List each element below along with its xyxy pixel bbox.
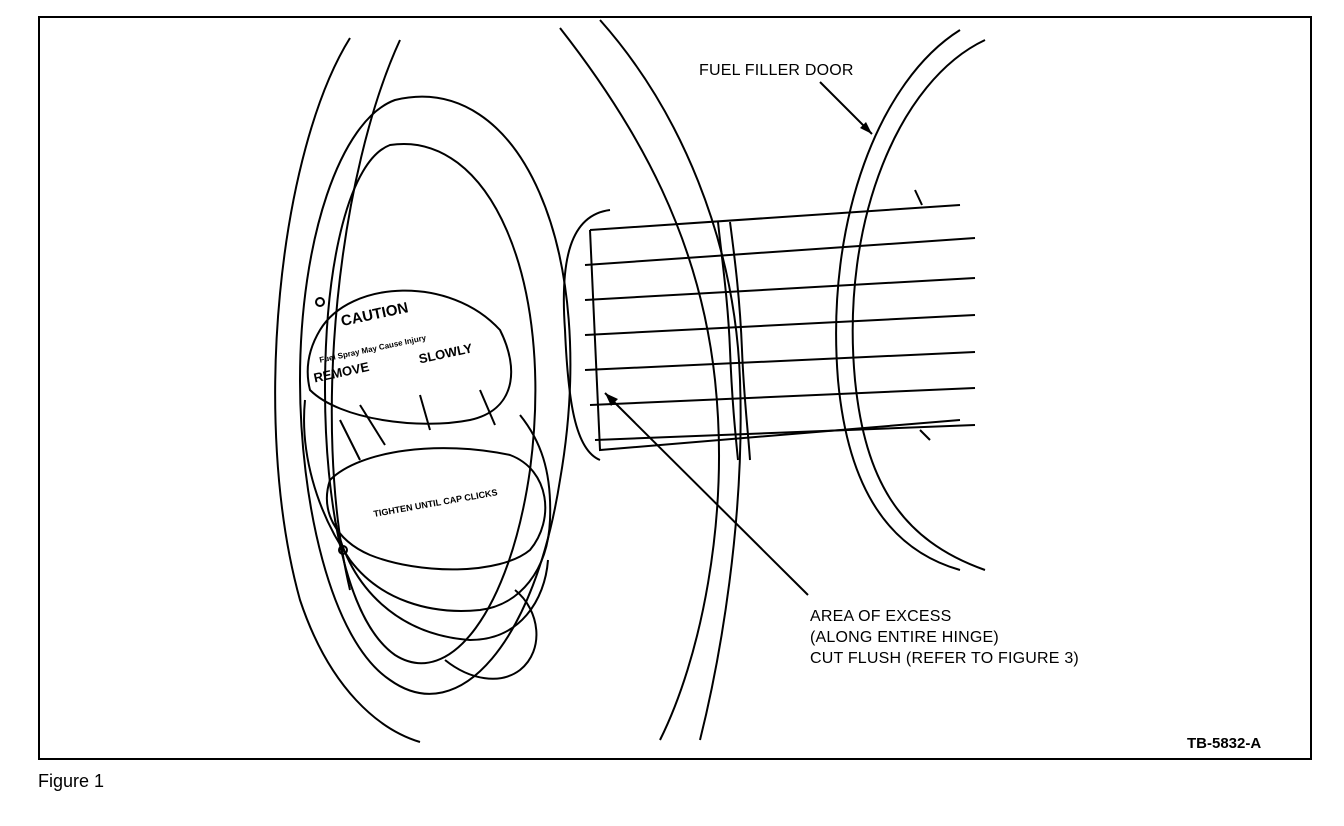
cap-rib-1 (339, 419, 361, 461)
hinge-rail-2 (584, 277, 976, 301)
cap-top (306, 289, 513, 425)
cap-rib-2 (359, 404, 386, 446)
door-hinge-bracket (562, 209, 611, 461)
excess-line-1: AREA OF EXCESS (810, 608, 952, 625)
cap-face (325, 447, 547, 571)
pocket-hole-bottom (338, 545, 348, 555)
cap-tether (444, 589, 538, 680)
figure-frame (38, 16, 1312, 760)
recess-right-arc-2 (599, 19, 742, 741)
hinge-rail-4 (584, 351, 976, 371)
fuel-filler-door-label: FUEL FILLER DOOR (699, 62, 854, 79)
door-outer-edge-2 (835, 29, 961, 571)
hinge-spine-2 (729, 221, 751, 461)
cap-body (303, 399, 552, 612)
hinge-rail-1 (584, 237, 976, 266)
hinge-spine (717, 221, 739, 461)
hinge-rail-3 (584, 314, 976, 336)
cap-rib-4 (479, 389, 496, 426)
hinge-pivot-bottom (919, 429, 931, 441)
door-outer-edge (851, 39, 986, 571)
hinge-rail-6 (594, 424, 976, 441)
pocket-hole-top (315, 297, 325, 307)
excess-line-3: CUT FLUSH (REFER TO FIGURE 3) (810, 650, 1079, 667)
hinge-rail-5 (589, 387, 976, 406)
cap-lower-ring (334, 519, 549, 642)
body-opening-outer-arc (274, 37, 421, 743)
recess-right-arc (559, 27, 720, 741)
cap-rib-3 (419, 394, 431, 431)
cap-slowly-text: SLOWLY (417, 340, 474, 366)
door-arrowhead (860, 122, 872, 134)
figure-caption: Figure 1 (38, 771, 105, 791)
excess-line-2: (ALONG ENTIRE HINGE) (810, 629, 999, 646)
filler-pocket-outer (298, 95, 572, 695)
hinge-pivot-top (914, 189, 923, 206)
area-of-excess-label: AREA OF EXCESS (ALONG ENTIRE HINGE) CUT … (810, 606, 1079, 669)
hinge-frame (589, 204, 961, 452)
cap-lower-text: TIGHTEN UNTIL CAP CLICKS (373, 487, 498, 519)
figure-id: TB-5832-A (1187, 735, 1262, 752)
excess-leader-line (604, 392, 809, 596)
filler-pocket-inner (323, 142, 537, 665)
body-opening-inner-arc (330, 39, 401, 591)
excess-arrowhead (605, 393, 618, 406)
